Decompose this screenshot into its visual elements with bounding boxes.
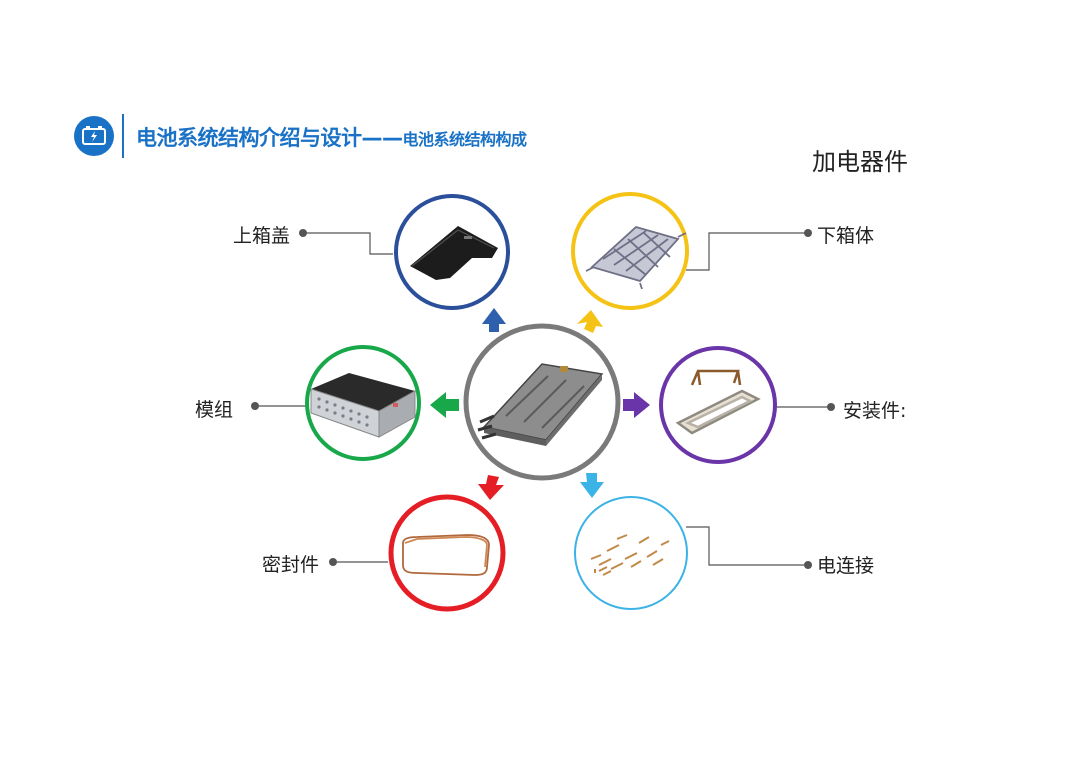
label-connection: 电连接 (817, 555, 875, 577)
arrow-down-left-icon (478, 475, 504, 500)
dot-mounting (827, 403, 835, 411)
dot-top-cover (299, 229, 307, 237)
header-divider (122, 114, 124, 158)
electrical-parts-label: 加电器件 (812, 148, 908, 176)
arrow-right-icon (623, 392, 650, 418)
arrow-up-left-icon (482, 308, 506, 332)
dot-lower-box (804, 229, 812, 237)
arrow-left-icon (430, 392, 459, 418)
dot-connection (804, 561, 812, 569)
label-lower-box: 下箱体 (817, 225, 875, 247)
connection-image (590, 534, 670, 576)
mounting-image (675, 369, 761, 435)
label-top-cover: 上箱盖 (233, 225, 291, 247)
label-module: 模组 (195, 399, 234, 421)
seal-image (402, 534, 490, 576)
connector-lower-box (686, 232, 808, 271)
connection-ring (574, 496, 688, 610)
page-title-main: 电池系统结构介绍与设计—— (136, 126, 403, 150)
module-image (310, 373, 416, 438)
connector-top-cover (303, 232, 393, 255)
page-subtitle: 电池系统结构构成 (402, 130, 528, 149)
battery-pack-image (477, 363, 604, 446)
arrow-down-right-icon (580, 473, 604, 498)
label-mounting: 安装件: (843, 400, 907, 422)
top-cover-image (410, 226, 498, 280)
battery-logo-icon (74, 116, 114, 156)
seal-ring (388, 494, 506, 612)
lower-box-image (585, 225, 687, 290)
page-title: 电池系统结构介绍与设计——电池系统结构构成 (136, 122, 527, 152)
label-seal: 密封件 (262, 554, 320, 576)
dot-seal (329, 558, 337, 566)
connector-connection (686, 526, 808, 566)
arrow-up-right-icon (577, 310, 603, 333)
dot-module (251, 402, 259, 410)
